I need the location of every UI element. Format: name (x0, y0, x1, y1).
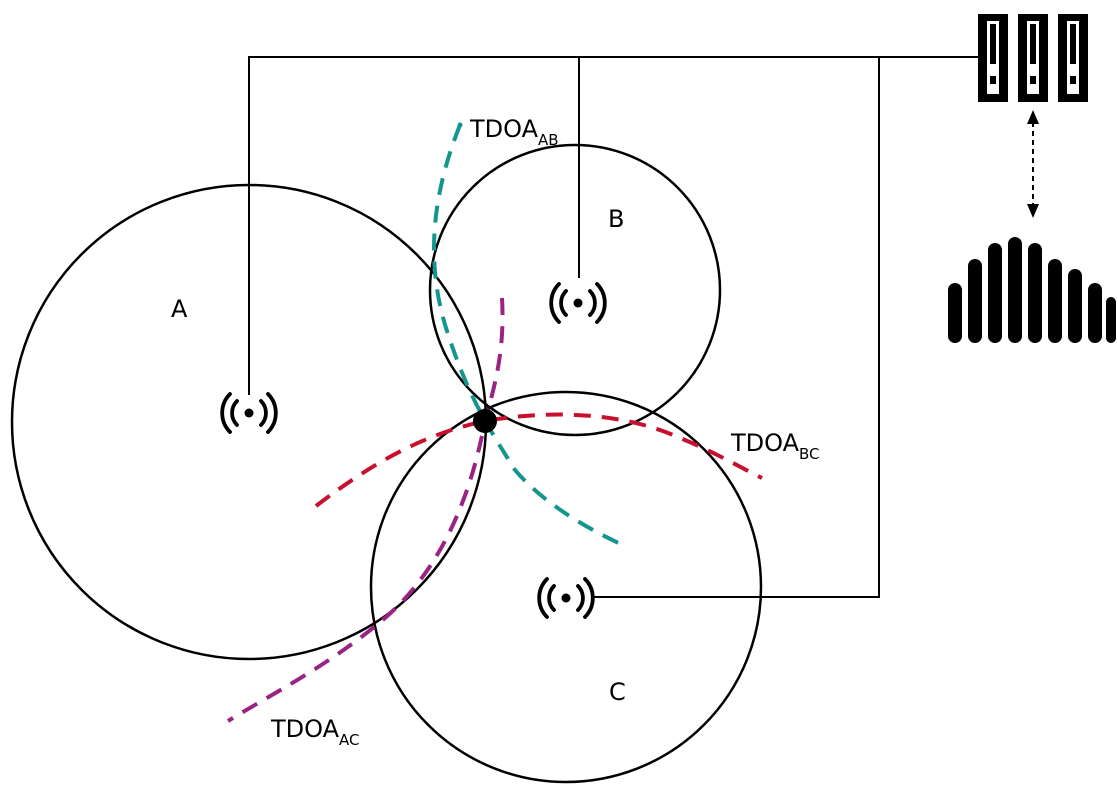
anchor-a-label: A (171, 295, 188, 323)
wireless-signal-icon (549, 282, 607, 324)
tdoa-bc-main: TDOA (730, 429, 800, 457)
backhaul-wiring (248, 56, 978, 598)
wire-anchor-a (248, 56, 978, 395)
tdoa-bc-sub: BC (799, 445, 820, 463)
tdoa-ab-main: TDOA (469, 115, 539, 143)
wire-anchor-c (593, 57, 880, 598)
tdoa-ab-start-dot (457, 122, 463, 128)
range-circles (10, 143, 763, 784)
range-circle-c (369, 390, 763, 784)
tdoa-ac-curve (226, 297, 505, 723)
wireless-signal-icon (220, 392, 278, 434)
anchor-c-label: C (609, 678, 626, 706)
tdoa-ab-label: TDOAAB (469, 115, 559, 149)
server-rack-icon (978, 14, 1088, 102)
wireless-signal-icon (537, 577, 595, 619)
tdoa-ac-label: TDOAAC (270, 715, 360, 749)
anchor-b-label: B (608, 205, 624, 233)
cloud-icon (948, 237, 1116, 343)
tdoa-ab-sub: AB (538, 131, 559, 149)
tdoa-bc-curve (314, 412, 763, 508)
tdoa-ab-curve (431, 124, 626, 548)
cloud-link-arrow (1027, 110, 1039, 218)
tdoa-curves (226, 122, 763, 723)
tdoa-ac-main: TDOA (270, 715, 340, 743)
tdoa-ac-sub: AC (339, 731, 359, 749)
range-circle-b (428, 143, 722, 437)
tdoa-bc-label: TDOABC (730, 429, 820, 463)
tag-position-dot (473, 409, 497, 433)
